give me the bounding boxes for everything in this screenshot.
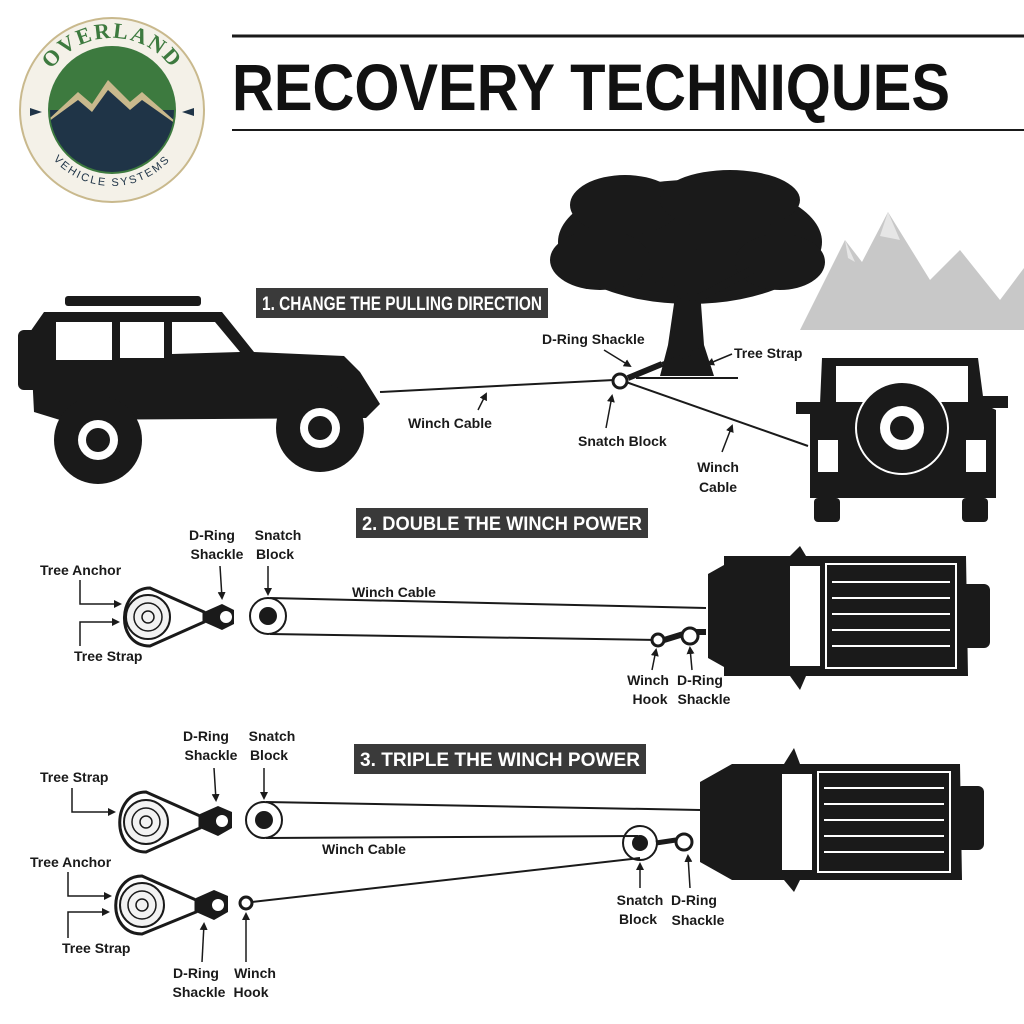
label-snatch-right-1: Snatch (617, 892, 664, 908)
label-d-ring-bottom-2: Shackle (173, 984, 226, 1000)
label-snatch-2: Block (256, 546, 294, 562)
snatch-block-graphic (611, 348, 701, 390)
tree-anchor-graphic-bottom (114, 874, 198, 936)
label-snatch-right-2: Block (619, 911, 657, 927)
section-3-banner (354, 744, 646, 774)
section-2-banner (356, 508, 648, 538)
section-3: 3. TRIPLE THE WINCH POWER (30, 728, 984, 1000)
label-winch-hook-2: Hook (633, 691, 668, 707)
label-tree-strap: Tree Strap (734, 345, 802, 361)
section-2: 2. DOUBLE THE WINCH POWER (40, 508, 990, 707)
label-snatch-block: Snatch Block (578, 433, 667, 449)
tree-anchor-graphic-top (118, 790, 202, 854)
label-winch-cable: Winch Cable (408, 415, 492, 431)
label-snatch-1: Snatch (249, 728, 296, 744)
winch-hook-graphic-bottom (238, 895, 254, 911)
jeep-side-graphic (18, 296, 380, 484)
jeep-top-graphic (708, 546, 990, 690)
d-ring-shackle-graphic (204, 604, 234, 630)
tree-anchor-graphic (123, 586, 206, 648)
winch-cable-upper (269, 597, 707, 609)
label-d-ring-b-2: Shackle (678, 691, 731, 707)
section-2-title: 2. DOUBLE THE WINCH POWER (362, 514, 642, 535)
d-ring-shackle-graphic-bottom (196, 890, 228, 920)
label-winch-cable: Winch Cable (322, 841, 406, 857)
winch-cable-3a (265, 801, 701, 811)
label-d-ring-1: D-Ring (189, 527, 235, 543)
winch-hook-graphic (650, 626, 706, 648)
label-d-ring-shackle: D-Ring Shackle (542, 331, 645, 347)
winch-cable-lower (269, 633, 659, 641)
label-d-ring-2: Shackle (191, 546, 244, 562)
label-snatch-1: Snatch (255, 527, 302, 543)
label-winch-cable: Winch Cable (352, 584, 436, 600)
jeep-rear-graphic (796, 358, 1008, 522)
label-d-ring-right-1: D-Ring (671, 892, 717, 908)
label-d-ring-b-1: D-Ring (677, 672, 723, 688)
label-tree-anchor: Tree Anchor (30, 854, 112, 870)
section-1-banner (256, 288, 548, 318)
winch-cable-line-2 (625, 381, 809, 447)
jeep-top-graphic-2 (700, 748, 984, 892)
snatch-block-graphic-right (622, 825, 694, 861)
label-winch-hook-1: Winch (627, 672, 669, 688)
label-winch-cable-right-2: Cable (699, 479, 737, 495)
section-3-title: 3. TRIPLE THE WINCH POWER (360, 750, 640, 771)
winch-cable-3c (251, 857, 641, 903)
mountains-graphic (800, 212, 1024, 330)
label-tree-strap: Tree Strap (74, 648, 142, 664)
section-1-title: 1. CHANGE THE PULLING DIRECTION (262, 294, 542, 315)
brand-logo: OVERLAND VEHICLE SYSTEMS (19, 17, 205, 203)
label-winch-cable-right-1: Winch (697, 459, 739, 475)
label-winch-hook-2: Hook (234, 984, 269, 1000)
winch-cable-3b (265, 835, 639, 839)
label-d-ring-bottom-1: D-Ring (173, 965, 219, 981)
snatch-block-graphic-2 (249, 597, 287, 635)
label-winch-hook-1: Winch (234, 965, 276, 981)
label-d-ring-1: D-Ring (183, 728, 229, 744)
winch-cable-line (379, 379, 615, 393)
label-snatch-2: Block (250, 747, 288, 763)
label-tree-strap-top: Tree Strap (40, 769, 108, 785)
label-d-ring-2: Shackle (185, 747, 238, 763)
label-tree-strap-bottom: Tree Strap (62, 940, 130, 956)
section-1: 1. CHANGE THE PULLING DIRECTION Winch Ca… (18, 170, 1024, 522)
tree-graphic (550, 170, 825, 379)
label-tree-anchor: Tree Anchor (40, 562, 122, 578)
snatch-block-graphic-top (245, 801, 283, 839)
label-d-ring-right-2: Shackle (672, 912, 725, 928)
page-title: RECOVERY TECHNIQUES (232, 50, 950, 124)
d-ring-shackle-graphic-top (200, 806, 232, 836)
